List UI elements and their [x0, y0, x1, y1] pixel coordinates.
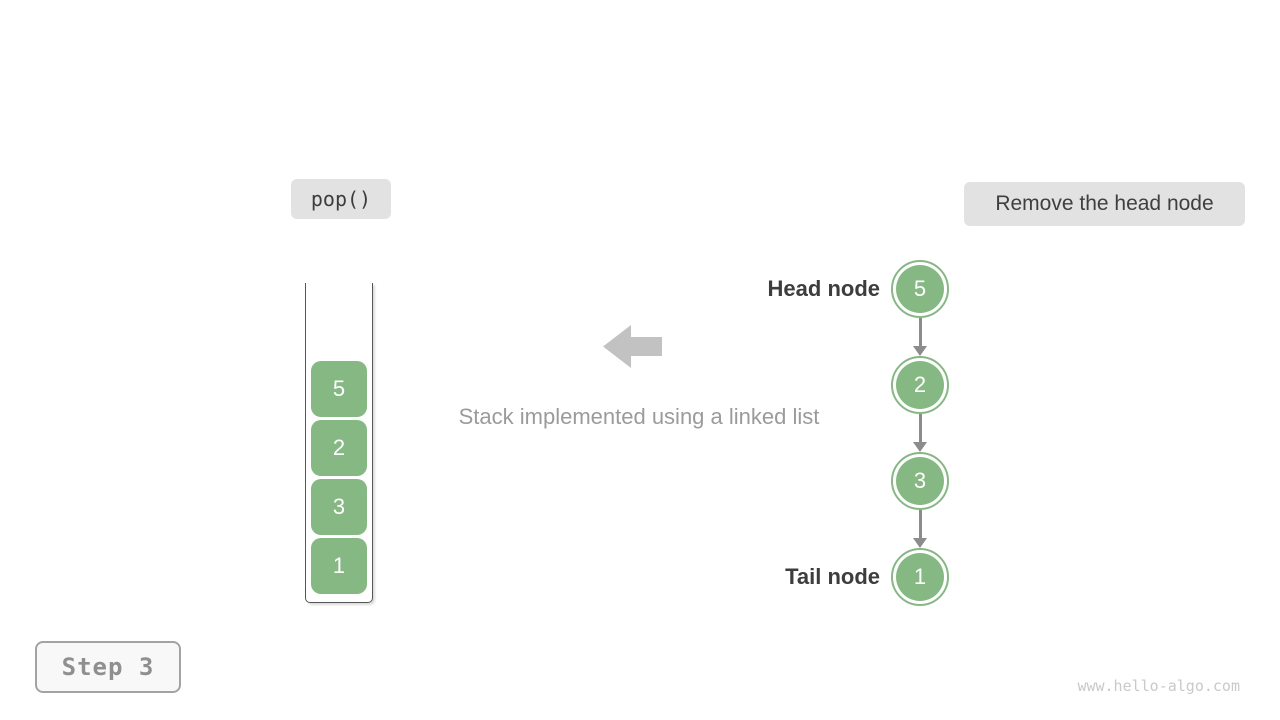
- head-node-label: Head node: [767, 276, 880, 301]
- diagram-caption: Stack implemented using a linked list: [458, 404, 820, 429]
- down-arrow-icon: [913, 414, 927, 452]
- linked-list: 5 2 3 1: [891, 260, 949, 606]
- tail-node-label: Tail node: [785, 564, 880, 589]
- watermark-url: www.hello-algo.com: [1077, 677, 1240, 695]
- stack-item: 2: [311, 420, 367, 476]
- linked-list-node-value: 1: [896, 553, 944, 601]
- pop-operation-label: pop(): [291, 179, 391, 219]
- linked-list-node: 1: [891, 548, 949, 606]
- action-description-label: Remove the head node: [964, 182, 1245, 226]
- linked-list-node: 5: [891, 260, 949, 318]
- stack-item: 1: [311, 538, 367, 594]
- down-arrow-icon: [913, 318, 927, 356]
- linked-list-node: 3: [891, 452, 949, 510]
- left-block-arrow-icon: [603, 325, 662, 368]
- linked-list-node-value: 3: [896, 457, 944, 505]
- stack-item: 5: [311, 361, 367, 417]
- down-arrow-icon: [913, 510, 927, 548]
- stack-item: 3: [311, 479, 367, 535]
- step-badge: Step 3: [35, 641, 181, 693]
- linked-list-node-value: 2: [896, 361, 944, 409]
- linked-list-node: 2: [891, 356, 949, 414]
- linked-list-node-value: 5: [896, 265, 944, 313]
